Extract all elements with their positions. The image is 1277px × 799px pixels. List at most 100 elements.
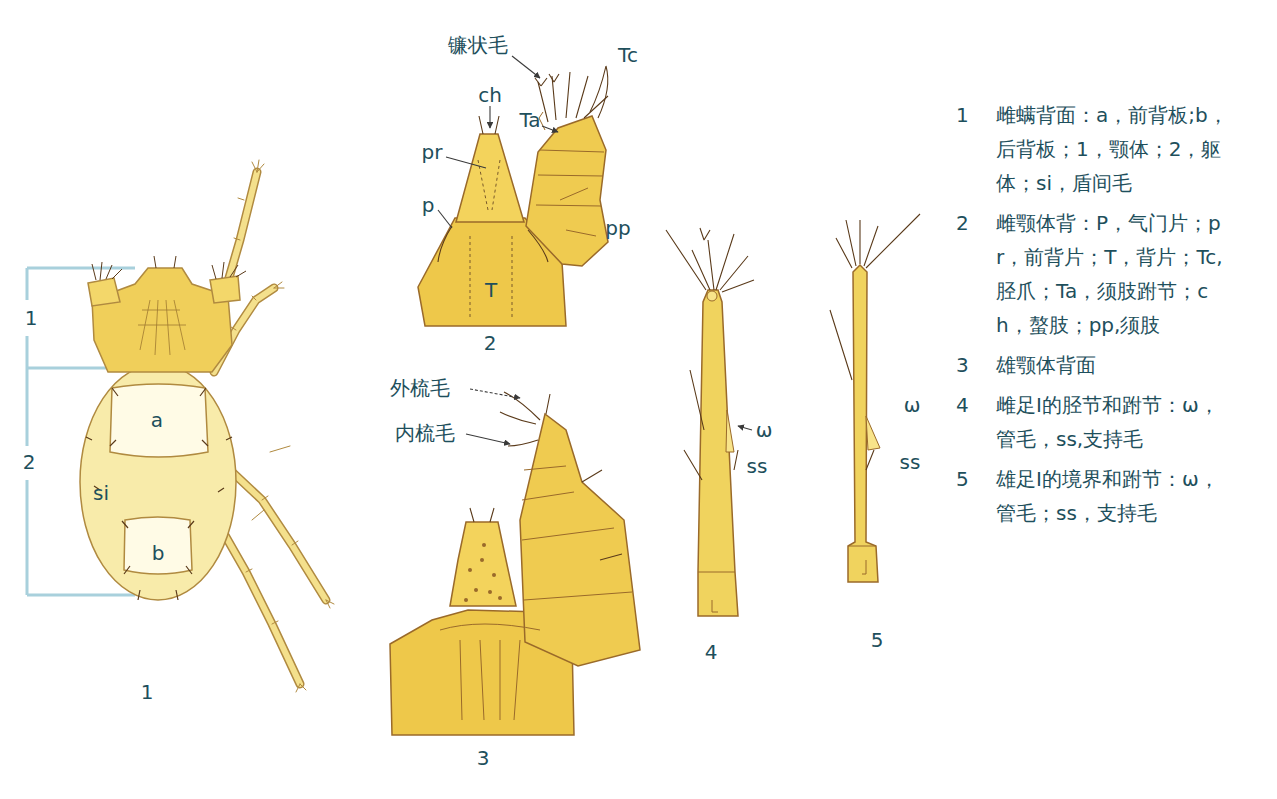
legend-text: 雌螨背面：a，前背板;b，后背板；1，颚体；2，躯体；si，盾间毛 <box>996 98 1234 200</box>
gnathosoma-dorsal-female <box>560 188 596 236</box>
mite-gnathosoma <box>88 278 120 306</box>
gnathosoma-dorsal-male <box>480 558 484 562</box>
mite-legs <box>230 470 326 600</box>
mite-legs <box>252 160 334 692</box>
mite-legs <box>222 530 300 684</box>
part-label: 内梳毛 <box>395 423 455 443</box>
leg-segment-male <box>830 214 920 470</box>
gnathosoma-dorsal-male <box>460 640 520 720</box>
part-label: ch <box>478 85 502 105</box>
gnathosoma-dorsal-male <box>470 392 622 560</box>
part-label: Tc <box>618 45 638 65</box>
legend-row: 4雌足Ⅰ的胫节和跗节：ω，管毛，ss,支持毛 <box>956 388 1256 456</box>
legend-text: 雌足Ⅰ的胫节和跗节：ω，管毛，ss,支持毛 <box>996 388 1234 456</box>
legend-number: 5 <box>956 462 996 530</box>
mite-gnathosoma <box>138 300 186 355</box>
mite-legs <box>214 160 334 692</box>
legend-number: 4 <box>956 388 996 456</box>
leader-lines <box>738 426 752 430</box>
part-label: 镰状毛 <box>448 35 508 55</box>
mite-gnathosoma <box>154 256 176 268</box>
gnathosoma-dorsal-female <box>536 150 604 206</box>
gnathosoma-dorsal-female <box>538 72 608 122</box>
mite-body <box>80 364 236 600</box>
mite-legs <box>230 470 326 600</box>
mite-body <box>86 437 232 600</box>
leader-lines <box>542 126 558 132</box>
bracket-number: 2 <box>23 452 36 472</box>
mite-gnathosoma <box>210 276 240 303</box>
gnathosoma-dorsal-female <box>438 226 548 262</box>
figure-number: 5 <box>871 630 884 650</box>
legend-row: 1雌螨背面：a，前背板;b，后背板；1，颚体；2，躯体；si，盾间毛 <box>956 98 1256 200</box>
mite-body <box>124 517 192 574</box>
leg-segment-female <box>684 370 738 480</box>
gnathosoma-dorsal-male <box>464 543 502 602</box>
gnathosoma-dorsal-male <box>464 598 468 602</box>
leg-segment-female <box>698 291 735 612</box>
gnathosoma-dorsal-male <box>520 414 640 666</box>
gnathosoma-dorsal-male <box>474 588 478 592</box>
legend-number: 2 <box>956 206 996 342</box>
gnathosoma-dorsal-male <box>468 568 472 572</box>
gnathosoma-dorsal-male <box>440 466 632 720</box>
leader-lines <box>438 56 752 444</box>
part-label: ss <box>747 456 768 476</box>
gnathosoma-dorsal-female <box>470 160 512 318</box>
leg-segment-female <box>666 228 754 616</box>
gnathosoma-dorsal-male <box>522 466 632 600</box>
mite-legs <box>231 160 334 692</box>
legend-text: 雄足Ⅰ的境界和跗节：ω，管毛；ss，支持毛 <box>996 462 1234 530</box>
gnathosoma-dorsal-male <box>492 573 496 577</box>
mite-gnathosoma <box>92 256 246 280</box>
bracket-number: 1 <box>25 308 38 328</box>
part-label: pp <box>605 218 630 238</box>
gnathosoma-dorsal-male <box>390 392 640 735</box>
legend-row: 2雌颚体背：P，气门片；pr，前背片；T，背片；Tc,胫爪；Ta，须肢跗节；ch… <box>956 206 1256 342</box>
leg-segment-male <box>866 416 880 450</box>
gnathosoma-dorsal-male <box>440 624 540 630</box>
mite-body <box>80 364 236 600</box>
part-label: ω <box>756 420 773 440</box>
gnathosoma-dorsal-female <box>470 160 512 318</box>
gnathosoma-dorsal-male <box>582 470 622 560</box>
leg-segment-female <box>666 228 754 480</box>
mite-legs <box>214 172 326 684</box>
part-label: Ta <box>519 110 540 130</box>
gnathosoma-dorsal-female <box>456 134 524 222</box>
gnathosoma-dorsal-male <box>450 522 516 606</box>
legend-number: 3 <box>956 348 996 382</box>
legend-number: 1 <box>956 98 996 200</box>
leg-segment-female <box>700 228 710 240</box>
mite-body <box>86 388 232 600</box>
figure-number: 2 <box>484 333 497 353</box>
mite-gnathosoma <box>138 300 186 355</box>
leader-lines <box>512 56 540 78</box>
leg-segment-male <box>848 546 876 574</box>
leader-lines <box>466 434 510 444</box>
gnathosoma-dorsal-female <box>535 74 559 86</box>
leg-segment-female <box>707 291 717 301</box>
figure-legend: 1雌螨背面：a，前背板;b，后背板；1，颚体；2，躯体；si，盾间毛2雌颚体背：… <box>956 98 1256 536</box>
part-label: si <box>93 483 109 503</box>
mite-body <box>110 388 208 574</box>
mite-legs <box>222 530 300 684</box>
mite-legs <box>252 446 290 520</box>
leg-segment-male <box>830 310 874 470</box>
gnathosoma-dorsal-female <box>438 66 608 262</box>
leg-segment-female <box>726 410 734 452</box>
legend-row: 5雄足Ⅰ的境界和跗节：ω，管毛；ss，支持毛 <box>956 462 1256 530</box>
leg-segment-male <box>848 265 878 582</box>
part-label: pr <box>422 142 443 162</box>
part-label: ss <box>900 452 921 472</box>
leg-segment-female <box>666 230 754 292</box>
part-label: ω <box>904 395 921 415</box>
figure-number: 3 <box>477 748 490 768</box>
leg-segment-male <box>830 214 920 582</box>
legend-text: 雌颚体背：P，气门片；pr，前背片；T，背片；Tc,胫爪；Ta，须肢跗节；ch，… <box>996 206 1234 342</box>
gnathosoma-dorsal-male <box>498 596 502 600</box>
leader-lines <box>470 389 520 398</box>
part-label: b <box>152 543 165 563</box>
leader-lines <box>446 157 486 168</box>
gnathosoma-dorsal-female <box>418 66 608 326</box>
